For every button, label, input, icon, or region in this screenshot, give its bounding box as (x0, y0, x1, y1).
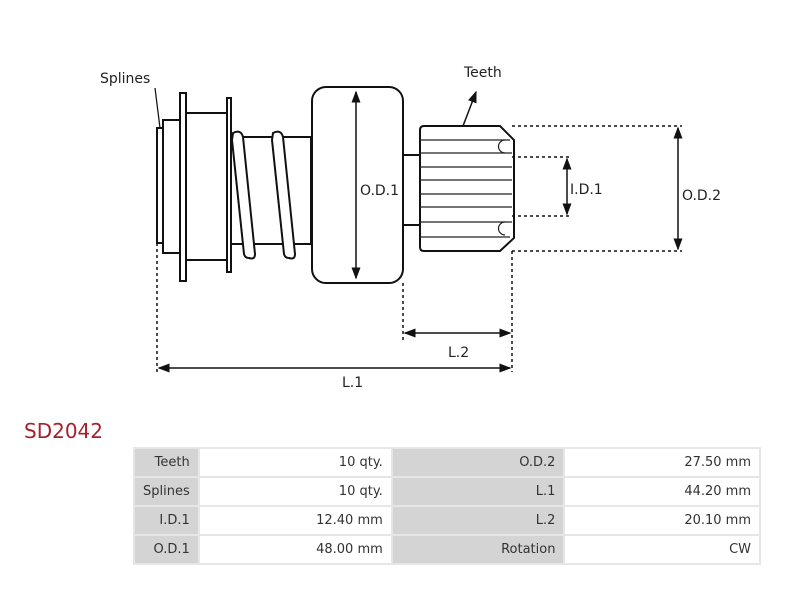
spec-value: 10 qty. (199, 478, 391, 505)
id1-label: I.D.1 (570, 182, 603, 198)
spec-value: CW (565, 536, 759, 563)
spec-label: Rotation (392, 536, 564, 563)
starter-drive-diagram: Splines Teeth O.D.1 O.D.2 I.D.1 L.2 L.1 (100, 65, 721, 391)
part-number-title: SD2042 (24, 419, 103, 443)
spec-value: 20.10 mm (565, 507, 759, 534)
spec-label: Teeth (135, 449, 198, 476)
od1-label: O.D.1 (360, 183, 399, 199)
splines-label: Splines (100, 71, 150, 87)
spec-label: O.D.1 (135, 536, 198, 563)
teeth-label: Teeth (463, 65, 502, 81)
spec-label: I.D.1 (135, 507, 198, 534)
spec-label: O.D.2 (392, 449, 564, 476)
spec-label: L.1 (392, 478, 564, 505)
l2-label: L.2 (448, 345, 469, 361)
pinion (419, 125, 515, 252)
od2-label: O.D.2 (682, 188, 721, 204)
spec-label: L.2 (392, 507, 564, 534)
spec-value: 27.50 mm (565, 449, 759, 476)
spring-coil (270, 130, 297, 260)
spec-value: 44.20 mm (565, 478, 759, 505)
spec-value: 10 qty. (199, 449, 391, 476)
spec-value: 48.00 mm (199, 536, 391, 563)
spec-value: 12.40 mm (199, 507, 391, 534)
l1-label: L.1 (342, 375, 363, 391)
spring-coil (230, 130, 257, 260)
spec-label: Splines (135, 478, 198, 505)
